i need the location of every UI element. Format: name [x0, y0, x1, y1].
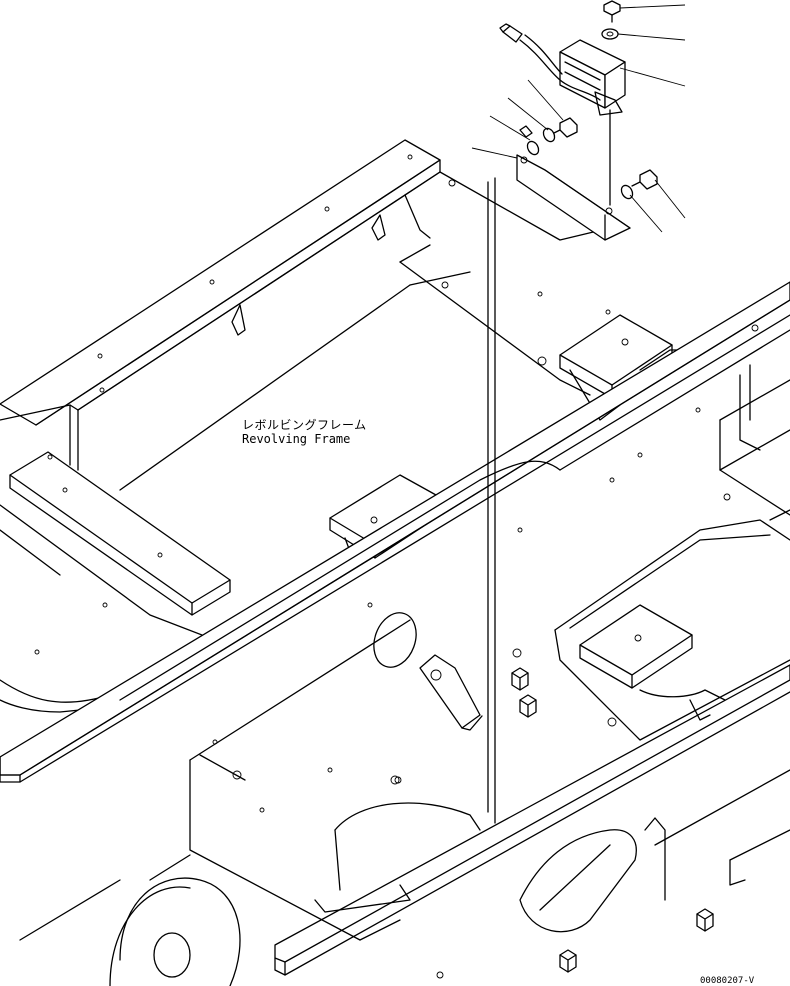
floor-plate: [77, 171, 611, 491]
support-bracket-rod: [419, 177, 496, 824]
part-label: レボルビングフレーム Revolving Frame: [242, 418, 367, 446]
side-web-plate: [189, 612, 481, 941]
main-side-beam: [0, 281, 790, 783]
mount-block-right: [579, 604, 726, 721]
part-name-en: Revolving Frame: [242, 432, 350, 446]
weld-nuts: [394, 356, 714, 979]
leader-lines: [471, 4, 686, 233]
mounting-plate: [516, 109, 631, 241]
electrical-component: [499, 23, 626, 116]
lower-side-beam: [274, 664, 790, 976]
left-crossbeam: [0, 451, 231, 655]
drawing-code: 00080207-V: [700, 976, 755, 986]
boom-foot-boss: [19, 854, 241, 986]
part-name-jp: レボルビングフレーム: [242, 418, 367, 432]
right-frame: [554, 364, 790, 741]
left-top-rail: [0, 139, 441, 471]
right-lower-lug: [519, 769, 790, 933]
hardware-bolts: [519, 0, 658, 200]
